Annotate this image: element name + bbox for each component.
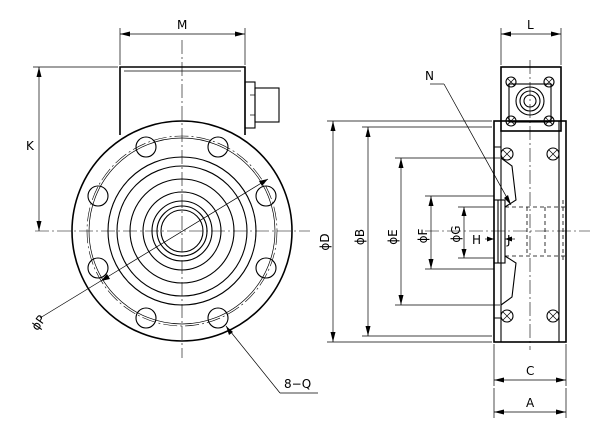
dimension-d: ϕD (318, 120, 492, 343)
label-j: J (506, 233, 511, 247)
label-p: ϕP (28, 313, 48, 333)
label-k: K (26, 139, 35, 153)
dimension-b: ϕB (353, 126, 492, 337)
dimension-p: ϕP (28, 178, 269, 333)
dimension-k: K (26, 66, 118, 231)
screw (543, 76, 555, 88)
dimension-q: 8−Q (225, 325, 318, 394)
bolt-holes (87, 136, 277, 329)
label-d: ϕD (318, 233, 332, 250)
bolt-hole (87, 185, 109, 207)
side-hub (493, 199, 566, 264)
dimension-g: ϕG (449, 206, 494, 259)
dimension-n: N (425, 69, 512, 206)
side-bolts (500, 147, 560, 323)
screw (546, 309, 560, 323)
dimension-c: C (493, 344, 567, 386)
bolt-hole (135, 136, 157, 158)
side-view: L N ϕD ϕB (318, 18, 590, 418)
dimension-f: ϕF (416, 195, 494, 270)
front-view: M K ϕP 8−Q (26, 18, 318, 394)
bolt-hole (135, 307, 157, 329)
label-a: A (526, 396, 535, 410)
label-l: L (527, 18, 534, 32)
label-c: C (526, 364, 534, 378)
dimension-a: A (493, 388, 567, 418)
bolt-hole (87, 257, 109, 279)
bolt-hole (207, 307, 229, 329)
screw (546, 147, 560, 161)
label-g: ϕG (449, 225, 463, 242)
screw (500, 147, 514, 161)
dimension-m: M (119, 18, 246, 65)
label-f: ϕF (416, 228, 430, 243)
screw (500, 309, 514, 323)
bolt-hole (207, 136, 229, 158)
dimension-j: J (505, 233, 515, 247)
label-n: N (425, 69, 434, 83)
label-e: ϕE (386, 229, 400, 245)
bolt-hole (255, 185, 277, 207)
label-h: H (472, 233, 481, 247)
dimension-l: L (500, 18, 562, 65)
label-b: ϕB (353, 229, 367, 245)
label-m: M (177, 18, 187, 32)
connector-housing (119, 66, 280, 135)
label-q: 8−Q (284, 377, 311, 391)
screw (505, 76, 517, 88)
bolt-pitch-circle (86, 135, 278, 327)
dimension-e: ϕE (386, 157, 500, 306)
dimension-h: H (472, 233, 494, 247)
bolt-hole (255, 257, 277, 279)
